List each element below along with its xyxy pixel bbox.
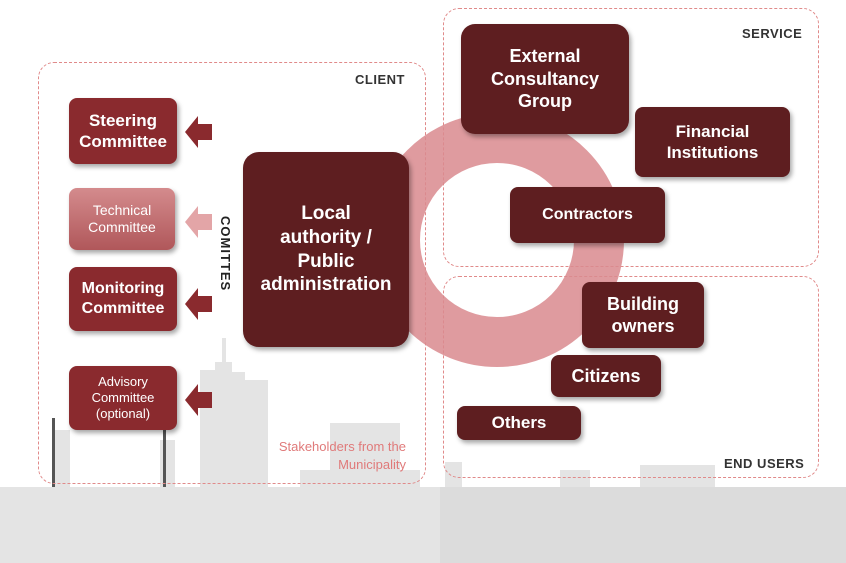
end-users-label: END USERS [724,456,805,471]
contractors-box: Contractors [510,187,665,243]
technical-committee-box: Technical Committee [69,188,175,250]
others-box: Others [457,406,581,440]
arrow-monitoring [185,288,212,320]
financial-institutions-box: Financial Institutions [635,107,790,177]
service-label: SERVICE [742,26,803,41]
steering-committee-box: Steering Committee [69,98,177,164]
stakeholders-note: Stakeholders from the Municipality [278,439,406,473]
advisory-committee-box: Advisory Committee (optional) [69,366,177,430]
arrow-steering [185,116,212,148]
monitoring-committee-box: Monitoring Committee [69,267,177,331]
citizens-box: Citizens [551,355,661,397]
arrow-advisory [185,384,212,416]
external-consultancy-box: External Consultancy Group [461,24,629,134]
building-owners-box: Building owners [582,282,704,348]
local-authority-box: Local authority / Public administration [243,152,409,347]
client-label: CLIENT [355,72,405,87]
arrow-technical [185,206,212,238]
end-users-region [443,276,819,478]
committees-vertical-label: COMITTES [218,216,233,292]
